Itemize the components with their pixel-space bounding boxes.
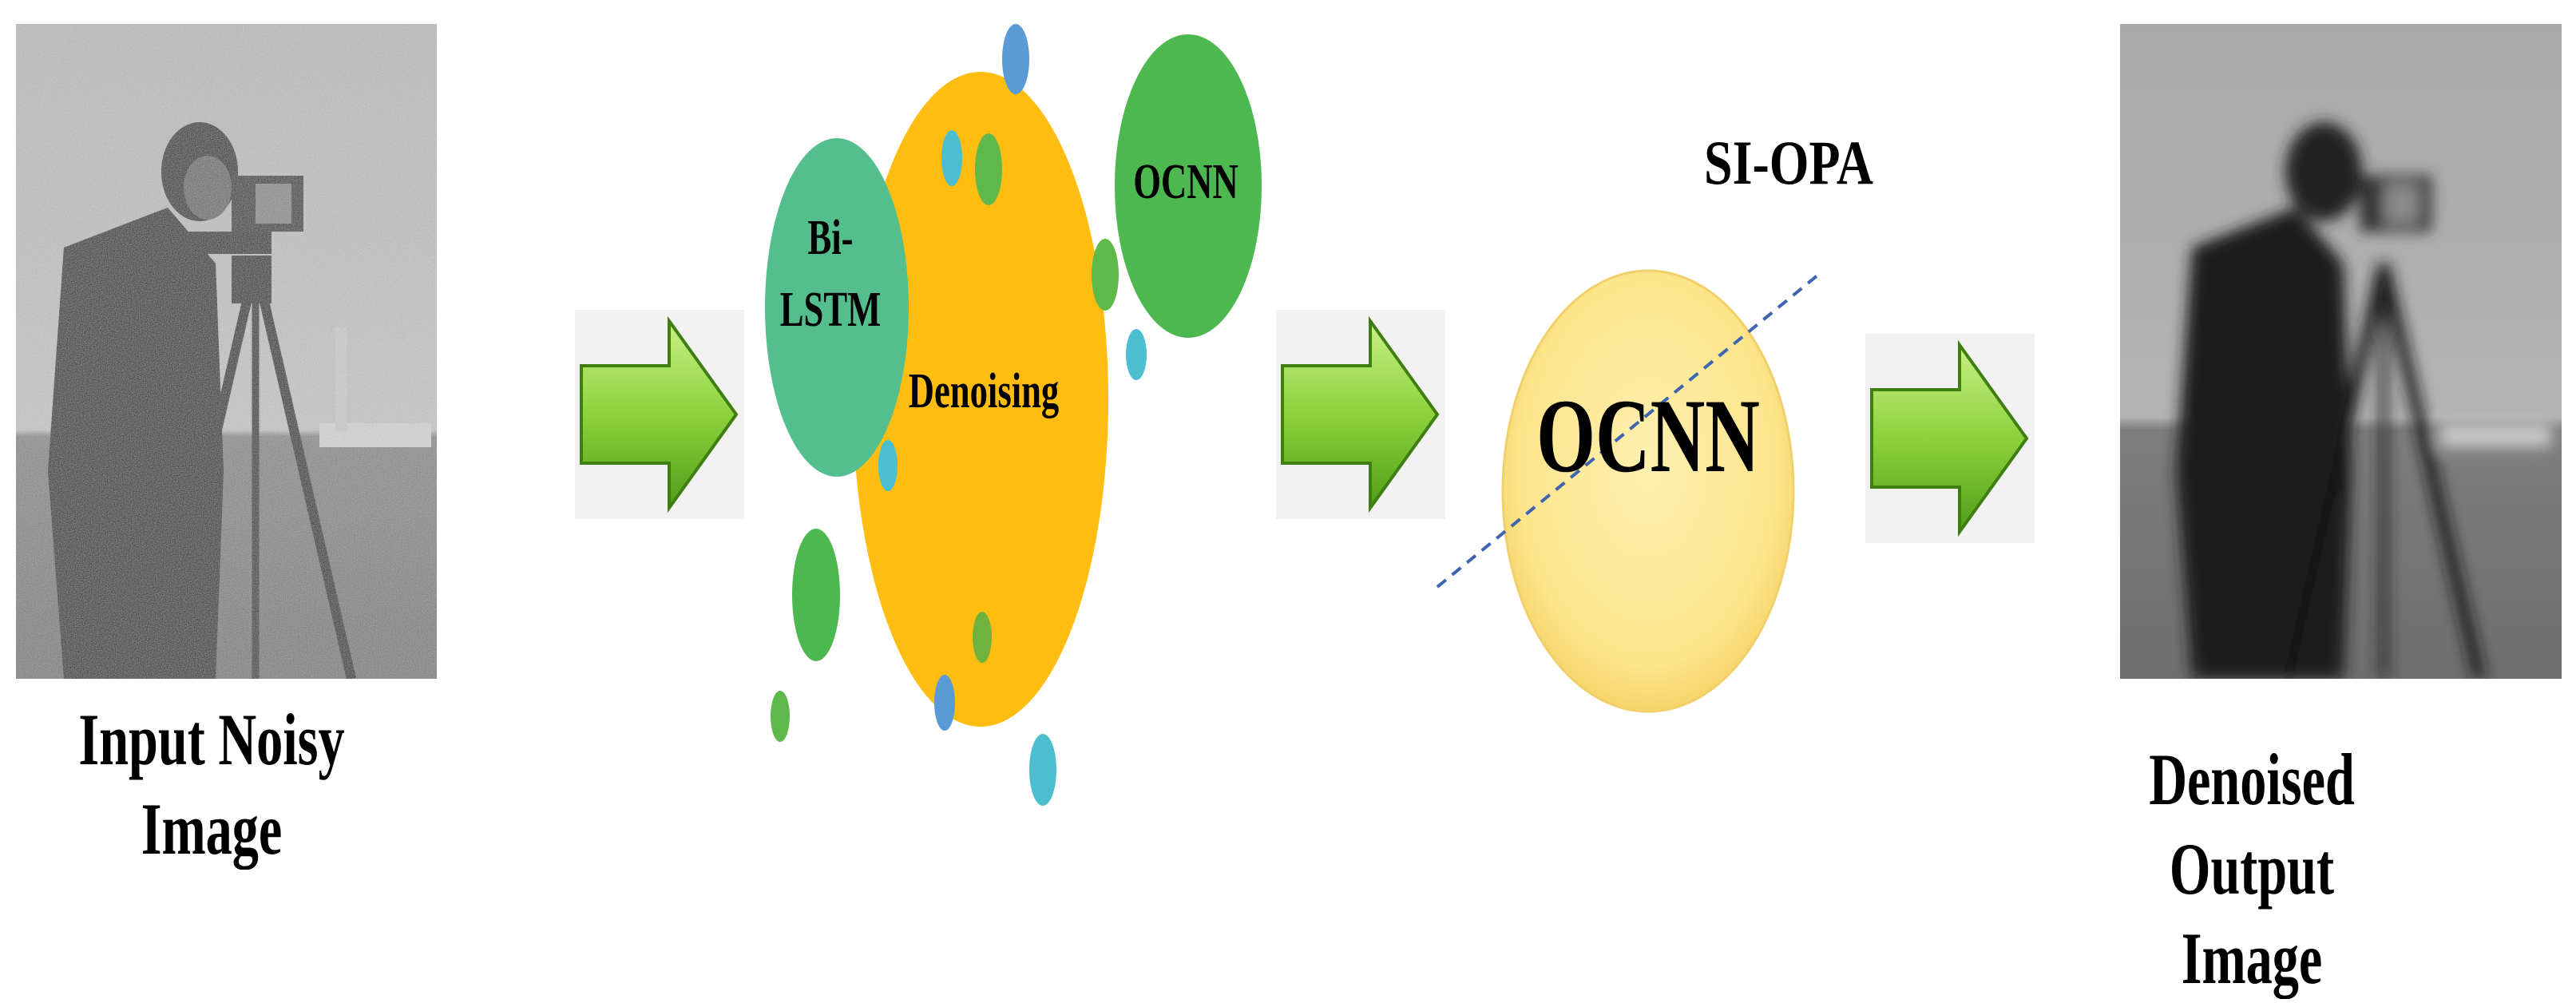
output-caption-line2: Output Image: [2169, 828, 2335, 999]
bubble-green: [973, 612, 992, 663]
bilstm-ellipse: [765, 138, 909, 477]
bubble-cyan: [878, 440, 898, 491]
bubble-blue: [934, 675, 955, 731]
denoised-output-image: [2120, 24, 2562, 679]
si-opa-circle: [1501, 269, 1795, 713]
bubble-green: [792, 529, 840, 661]
arrow-right-icon: [580, 315, 739, 513]
si-opa-label: SI-OPA: [1704, 129, 1873, 197]
bubble-cyan: [1126, 329, 1147, 380]
search-direction-dashed-line: [1436, 270, 1824, 589]
bubble-green: [1092, 239, 1119, 311]
input-caption-line1: Input Noisy: [78, 699, 345, 780]
bubble-green: [771, 691, 790, 742]
pipeline-figure: Input Noisy Image: [16, 24, 2562, 999]
bubble-green: [975, 133, 1002, 205]
bubble-blue: [1002, 24, 1029, 94]
bubble-cyan: [1029, 734, 1056, 806]
bilstm-label-line1: Bi-: [807, 210, 853, 265]
si-opa-core-label: OCNN: [1536, 378, 1760, 494]
flow-arrow-1: [575, 310, 744, 519]
bubble-cyan: [941, 130, 962, 186]
input-caption: Input Noisy Image: [77, 695, 347, 874]
denoising-ellipse: [853, 72, 1108, 727]
input-caption-line2: Image: [141, 788, 283, 870]
input-noisy-image: [16, 24, 437, 679]
ocnn-top-label: OCNN: [1133, 154, 1238, 209]
ocnn-ellipse: [1115, 34, 1262, 338]
flow-arrow-3: [1865, 334, 2035, 543]
arrow-right-icon: [1281, 315, 1440, 513]
bilstm-label-line2: LSTM: [780, 282, 882, 337]
output-caption-line1: Denoised: [2149, 739, 2355, 820]
flow-arrow-2: [1276, 310, 1445, 519]
model-diagram: Bi- LSTM Denoising OCNN SI-OPA OCNN: [765, 24, 1873, 806]
denoising-label: Denoising: [909, 363, 1060, 418]
output-caption: Denoised Output Image: [2108, 735, 2396, 1003]
arrow-right-icon: [1870, 339, 2029, 537]
